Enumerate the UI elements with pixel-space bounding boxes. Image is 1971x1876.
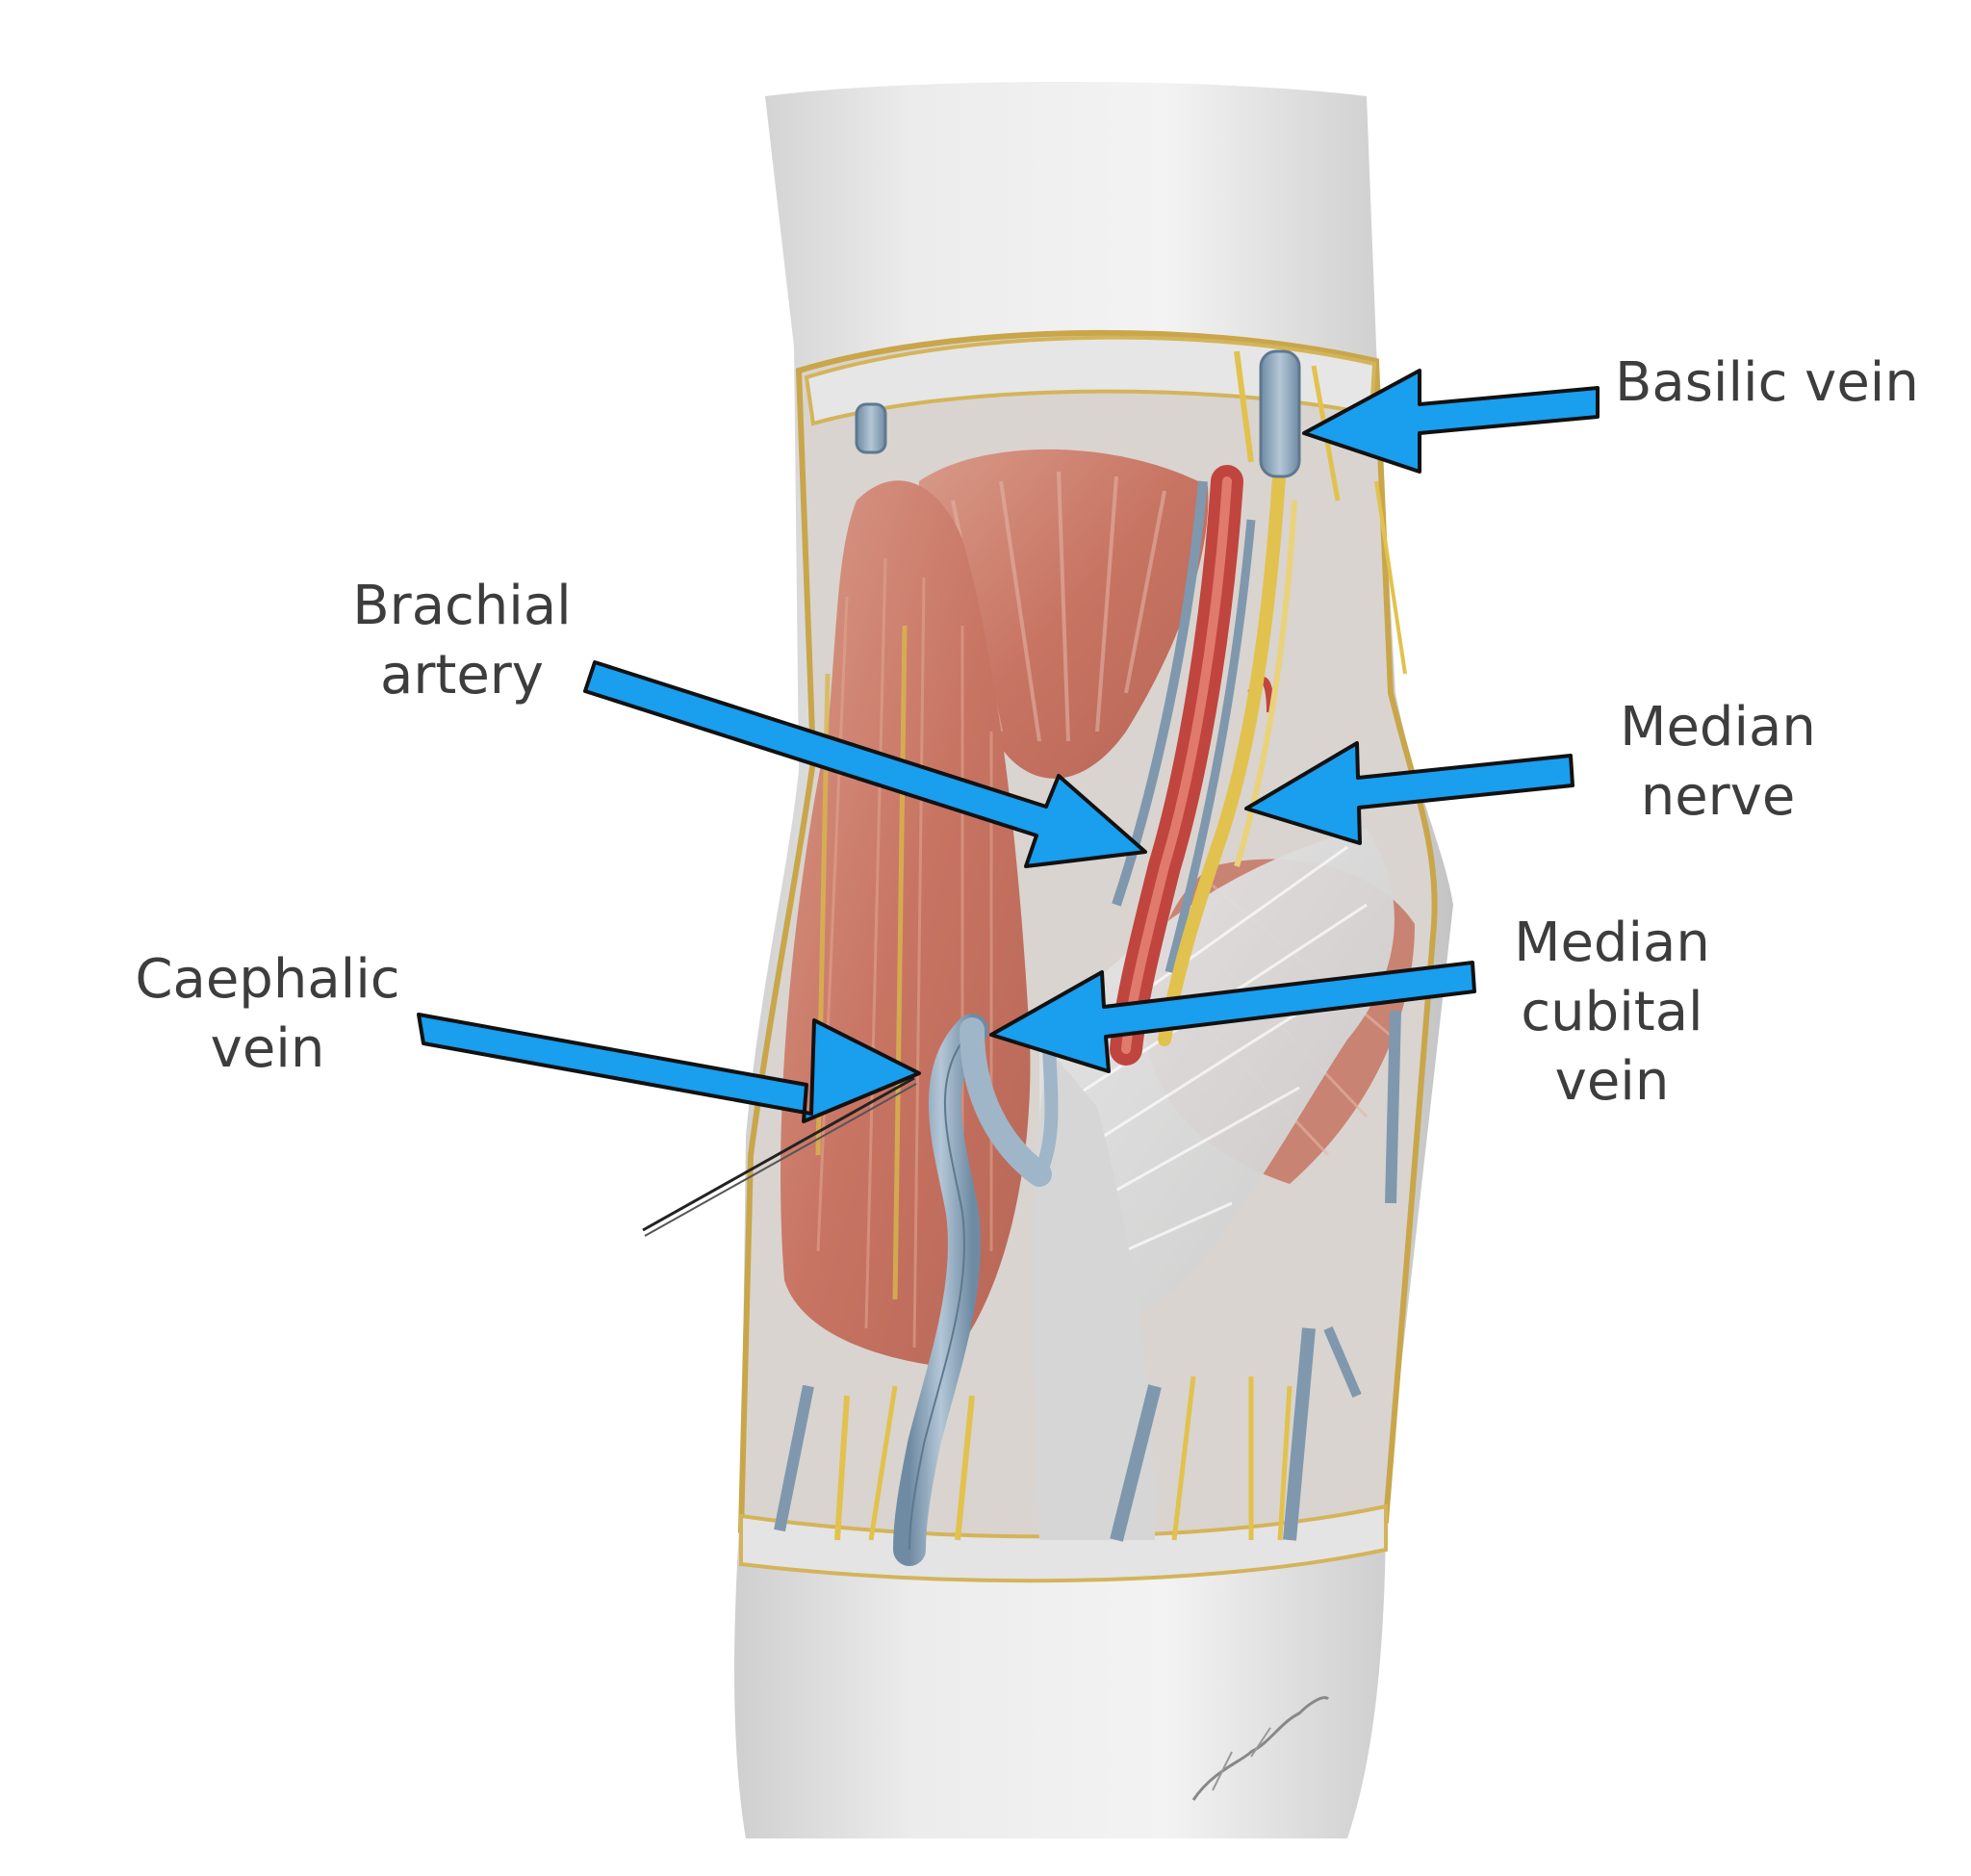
arrow-brachial-artery <box>583 660 1147 868</box>
lower-cutaneous-branches <box>774 480 1407 1542</box>
brachial-veins <box>1112 480 1256 974</box>
label-brachial-artery-line-1: Brachial <box>352 575 572 637</box>
median-nerve <box>1158 455 1297 1046</box>
label-basilic-vein-line-1: Basilic vein <box>1615 351 1919 414</box>
arrow-median-cubital-vein <box>989 961 1476 1073</box>
arrow-median-nerve <box>1244 741 1574 845</box>
label-caephalic-vein-line-2: vein <box>210 1017 325 1080</box>
label-brachial-artery: Brachial artery <box>327 572 597 710</box>
label-median-nerve-line-1: Median <box>1620 696 1816 758</box>
label-median-cubital-vein-line-2: cubital <box>1521 981 1703 1043</box>
label-basilic-vein: Basilic vein <box>1615 348 1919 418</box>
label-caephalic-vein-line-1: Caephalic <box>135 948 400 1011</box>
vein-stub-top-left <box>855 402 887 454</box>
label-median-cubital-vein-line-3: vein <box>1554 1050 1670 1113</box>
label-median-nerve-line-2: nerve <box>1640 765 1796 828</box>
arrow-caephalic-vein <box>417 1013 921 1123</box>
brachioradialis-muscle <box>781 480 1031 1367</box>
label-median-nerve: Median nerve <box>1598 693 1838 832</box>
arrow-basilic-vein <box>1302 369 1600 474</box>
label-caephalic-vein: Caephalic vein <box>125 945 410 1084</box>
artist-signature <box>1191 1696 1330 1801</box>
cephalic-vein <box>893 1014 988 1566</box>
label-median-cubital-vein: Median cubital vein <box>1492 909 1732 1117</box>
label-brachial-artery-line-2: artery <box>380 644 544 707</box>
label-median-cubital-vein-line-1: Median <box>1514 912 1710 974</box>
needle <box>642 1076 917 1237</box>
